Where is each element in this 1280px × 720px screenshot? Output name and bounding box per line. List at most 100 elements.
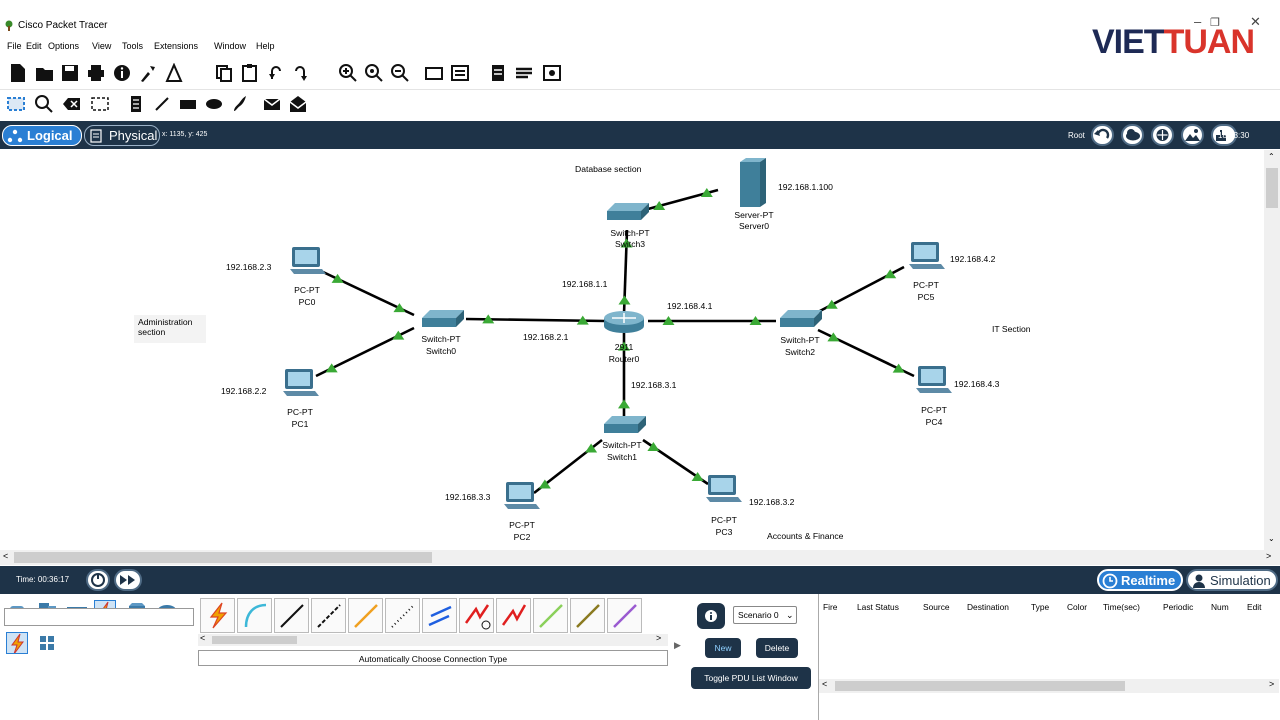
menu-view[interactable]: View <box>92 41 112 51</box>
redo-icon[interactable] <box>290 63 310 83</box>
logical-tab[interactable]: Logical <box>2 125 82 146</box>
connections-subtype-icon[interactable] <box>6 632 28 654</box>
logical-workspace[interactable]: Database section Administration section … <box>0 150 1264 550</box>
navigation-button[interactable] <box>1151 124 1174 146</box>
pc4-icon[interactable] <box>916 366 952 393</box>
background-button[interactable] <box>1181 124 1204 146</box>
event-scroll-left-icon[interactable]: < <box>822 679 828 689</box>
event-scroll-right-icon[interactable]: > <box>1269 679 1275 689</box>
iot-cable-button[interactable] <box>570 598 605 633</box>
horizontal-scroll-thumb[interactable] <box>14 552 432 563</box>
cluster-button[interactable] <box>1121 124 1144 146</box>
freeform-icon[interactable] <box>230 94 250 114</box>
scroll-down-icon[interactable]: ⌄ <box>1268 534 1275 543</box>
activity-wizard-icon[interactable] <box>138 63 158 83</box>
toggle-pdu-list-button[interactable]: Toggle PDU List Window <box>691 667 811 689</box>
pc5-icon[interactable] <box>909 242 945 269</box>
place-note-icon[interactable] <box>126 94 146 114</box>
usb-cable-button[interactable] <box>607 598 642 633</box>
draw-rectangle-icon[interactable] <box>178 94 198 114</box>
switch2-icon[interactable] <box>780 310 822 327</box>
menu-edit[interactable]: Edit <box>26 41 42 51</box>
inspect-icon[interactable] <box>34 94 54 114</box>
notes-icon[interactable] <box>488 63 508 83</box>
close-icon[interactable]: ✕ <box>1250 14 1261 29</box>
zoom-in-icon[interactable] <box>338 63 358 83</box>
conn-scroll-left-icon[interactable]: < <box>200 633 206 643</box>
vertical-scroll-thumb[interactable] <box>1266 168 1278 208</box>
pc1-icon[interactable] <box>283 369 319 396</box>
switch3-icon[interactable] <box>607 203 649 220</box>
maximize-icon[interactable]: ❐ <box>1210 17 1220 29</box>
ipc-icon[interactable] <box>514 63 534 83</box>
physical-tab[interactable]: Physical <box>84 125 160 146</box>
copy-icon[interactable] <box>214 63 234 83</box>
info-icon[interactable] <box>112 63 132 83</box>
phone-cable-button[interactable] <box>385 598 420 633</box>
fast-forward-button[interactable] <box>114 569 142 591</box>
delete-icon[interactable] <box>62 94 82 114</box>
menu-window[interactable]: Window <box>214 41 247 51</box>
router0-icon[interactable] <box>604 311 644 333</box>
scroll-left-icon[interactable]: < <box>3 551 9 561</box>
delete-scenario-button[interactable]: Delete <box>756 638 798 658</box>
open-folder-icon[interactable] <box>34 63 54 83</box>
serial-dce-button[interactable] <box>459 598 494 633</box>
switch0-icon[interactable] <box>422 310 464 327</box>
custom-device-icon[interactable] <box>450 63 470 83</box>
zoom-reset-icon[interactable] <box>364 63 384 83</box>
add-complex-pdu-icon[interactable] <box>288 94 308 114</box>
expand-panel-icon[interactable]: ▶ <box>674 640 681 650</box>
select-icon[interactable] <box>6 94 26 114</box>
new-file-icon[interactable] <box>8 63 28 83</box>
resize-shape-icon[interactable] <box>90 94 110 114</box>
horizontal-scrollbar[interactable]: < > <box>0 550 1280 565</box>
save-icon[interactable] <box>60 63 80 83</box>
auto-connection-button[interactable] <box>200 598 235 633</box>
scenario-select[interactable]: Scenario 0⌄ <box>733 606 797 624</box>
grid-icon[interactable] <box>38 634 56 652</box>
menu-tools[interactable]: Tools <box>122 41 144 51</box>
conn-scroll-thumb[interactable] <box>212 636 297 644</box>
pc2-icon[interactable] <box>504 482 540 509</box>
simulation-mode-button[interactable]: Simulation <box>1186 569 1278 591</box>
screenshot-icon[interactable] <box>542 63 562 83</box>
scroll-up-icon[interactable]: ⌃ <box>1268 152 1275 161</box>
new-scenario-button[interactable]: New <box>705 638 741 658</box>
realtime-mode-button[interactable]: Realtime <box>1097 569 1183 591</box>
draw-line-icon[interactable] <box>152 94 172 114</box>
back-button[interactable] <box>1091 124 1114 146</box>
coaxial-button[interactable] <box>422 598 457 633</box>
add-simple-pdu-icon[interactable] <box>262 94 282 114</box>
conn-scroll-right-icon[interactable]: > <box>656 633 662 643</box>
scroll-right-icon[interactable]: > <box>1266 551 1272 561</box>
network-info-icon[interactable] <box>164 63 184 83</box>
zoom-out-icon[interactable] <box>390 63 410 83</box>
undo-icon[interactable] <box>266 63 286 83</box>
crossover-button[interactable] <box>311 598 346 633</box>
device-search-input[interactable] <box>4 608 194 626</box>
menu-extensions[interactable]: Extensions <box>154 41 199 51</box>
event-scroll-thumb[interactable] <box>835 681 1125 691</box>
power-cycle-button[interactable] <box>86 569 110 591</box>
drawing-palette-icon[interactable] <box>424 63 444 83</box>
pc3-icon[interactable] <box>706 475 742 502</box>
pc0-icon[interactable] <box>290 247 326 274</box>
octal-cable-button[interactable] <box>533 598 568 633</box>
scenario-info-button[interactable] <box>697 603 725 629</box>
connection-scrollbar[interactable]: < > <box>198 633 668 646</box>
minimize-icon[interactable]: – <box>1194 14 1202 29</box>
menu-options[interactable]: Options <box>48 41 80 51</box>
straight-through-button[interactable] <box>274 598 309 633</box>
fiber-button[interactable] <box>348 598 383 633</box>
menu-help[interactable]: Help <box>256 41 275 51</box>
draw-ellipse-icon[interactable] <box>204 94 224 114</box>
print-icon[interactable] <box>86 63 106 83</box>
paste-icon[interactable] <box>240 63 260 83</box>
menu-file[interactable]: File <box>7 41 22 51</box>
event-table-scrollbar[interactable]: < > <box>819 679 1279 693</box>
serial-dte-button[interactable] <box>496 598 531 633</box>
server0-icon[interactable] <box>740 158 766 207</box>
viewport-button[interactable] <box>1211 124 1237 146</box>
console-cable-button[interactable] <box>237 598 272 633</box>
